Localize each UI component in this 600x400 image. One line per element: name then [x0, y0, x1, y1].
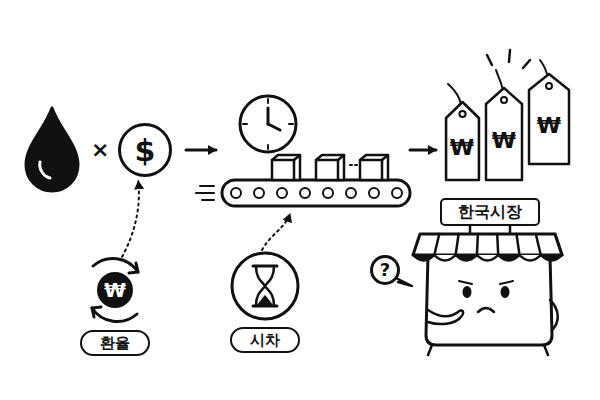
node-text: 한국시장: [458, 203, 522, 221]
node-text: ₩: [492, 129, 516, 153]
node-text: ₩: [537, 114, 561, 138]
time-lag-label: 시차: [230, 327, 300, 353]
dotted-arrow: [122, 181, 139, 256]
won-coin: ₩: [97, 272, 133, 308]
node-text: ?: [380, 260, 390, 280]
market-sign: 한국시장: [440, 198, 540, 226]
question-bubble: ?: [370, 255, 400, 285]
node-text: $: [135, 134, 156, 167]
node-text: ₩: [450, 136, 474, 160]
node-text: 환율: [100, 335, 130, 352]
exchange-rate-label: 환율: [80, 330, 150, 356]
price-tag: ₩: [527, 72, 571, 166]
price-tag: ₩: [484, 86, 524, 182]
times-sign: ×: [91, 139, 109, 161]
node-text: 시차: [250, 332, 280, 349]
dollar-coin: $: [118, 123, 172, 177]
price-tag: ₩: [444, 100, 481, 182]
node-text: ₩: [104, 279, 126, 301]
